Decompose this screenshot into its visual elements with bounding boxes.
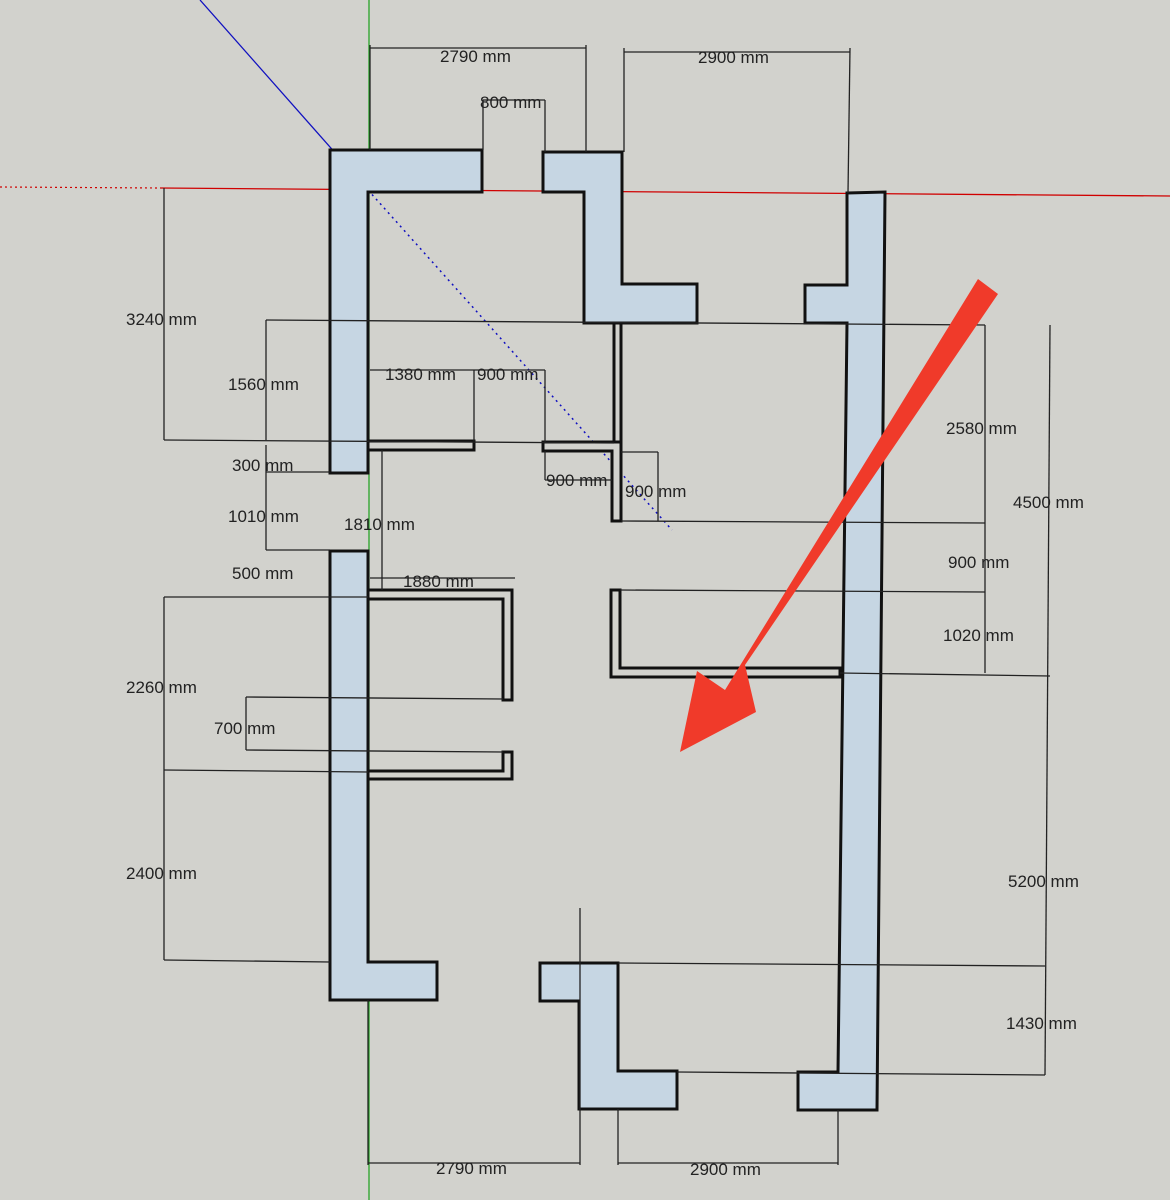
dim-label[interactable]: 5200 mm <box>1008 872 1079 891</box>
dim-label[interactable]: 900 mm <box>948 553 1009 572</box>
dim-label[interactable]: 2790 mm <box>440 47 511 66</box>
dim-label[interactable]: 700 mm <box>214 719 275 738</box>
x-axis-dotted <box>0 186 161 189</box>
dim-label[interactable]: 2900 mm <box>698 48 769 67</box>
dimension-lines <box>163 45 1051 1165</box>
dim-label[interactable]: 2400 mm <box>126 864 197 883</box>
partition-1[interactable] <box>366 439 476 452</box>
partition-3[interactable] <box>366 588 514 702</box>
z-axis-dotted <box>367 189 673 531</box>
dim-label[interactable]: 2900 mm <box>690 1160 761 1179</box>
wall-top-left[interactable] <box>328 148 484 475</box>
partition-5[interactable] <box>609 588 842 679</box>
partition-4[interactable] <box>366 750 514 781</box>
dim-label[interactable]: 3240 mm <box>126 310 197 329</box>
dim-label[interactable]: 1560 mm <box>228 375 299 394</box>
wall-top-middle[interactable] <box>541 150 699 325</box>
dim-label[interactable]: 2580 mm <box>946 419 1017 438</box>
dim-label[interactable]: 1880 mm <box>403 572 474 591</box>
dim-label[interactable]: 2790 mm <box>436 1159 507 1178</box>
dim-label[interactable]: 1380 mm <box>385 365 456 384</box>
dim-label[interactable]: 900 mm <box>625 482 686 501</box>
dimension-labels: 2790 mm 2900 mm 800 mm 3240 mm 1560 mm 1… <box>126 47 1084 1179</box>
dim-label[interactable]: 900 mm <box>477 365 538 384</box>
dim-label[interactable]: 2260 mm <box>126 678 197 697</box>
dim-label[interactable]: 500 mm <box>232 564 293 583</box>
red-arrow-icon <box>680 279 998 752</box>
dim-label[interactable]: 1430 mm <box>1006 1014 1077 1033</box>
dim-label[interactable]: 1020 mm <box>943 626 1014 645</box>
wall-bottom-middle[interactable] <box>538 961 679 1111</box>
dim-label[interactable]: 800 mm <box>480 93 541 112</box>
dim-label[interactable]: 900 mm <box>546 471 607 490</box>
dim-label[interactable]: 4500 mm <box>1013 493 1084 512</box>
wall-right[interactable] <box>796 190 887 1112</box>
x-axis <box>159 187 1170 197</box>
dim-label[interactable]: 1810 mm <box>344 515 415 534</box>
dim-label[interactable]: 300 mm <box>232 456 293 475</box>
wall-bottom-left[interactable] <box>328 549 439 1002</box>
dim-label[interactable]: 1010 mm <box>228 507 299 526</box>
